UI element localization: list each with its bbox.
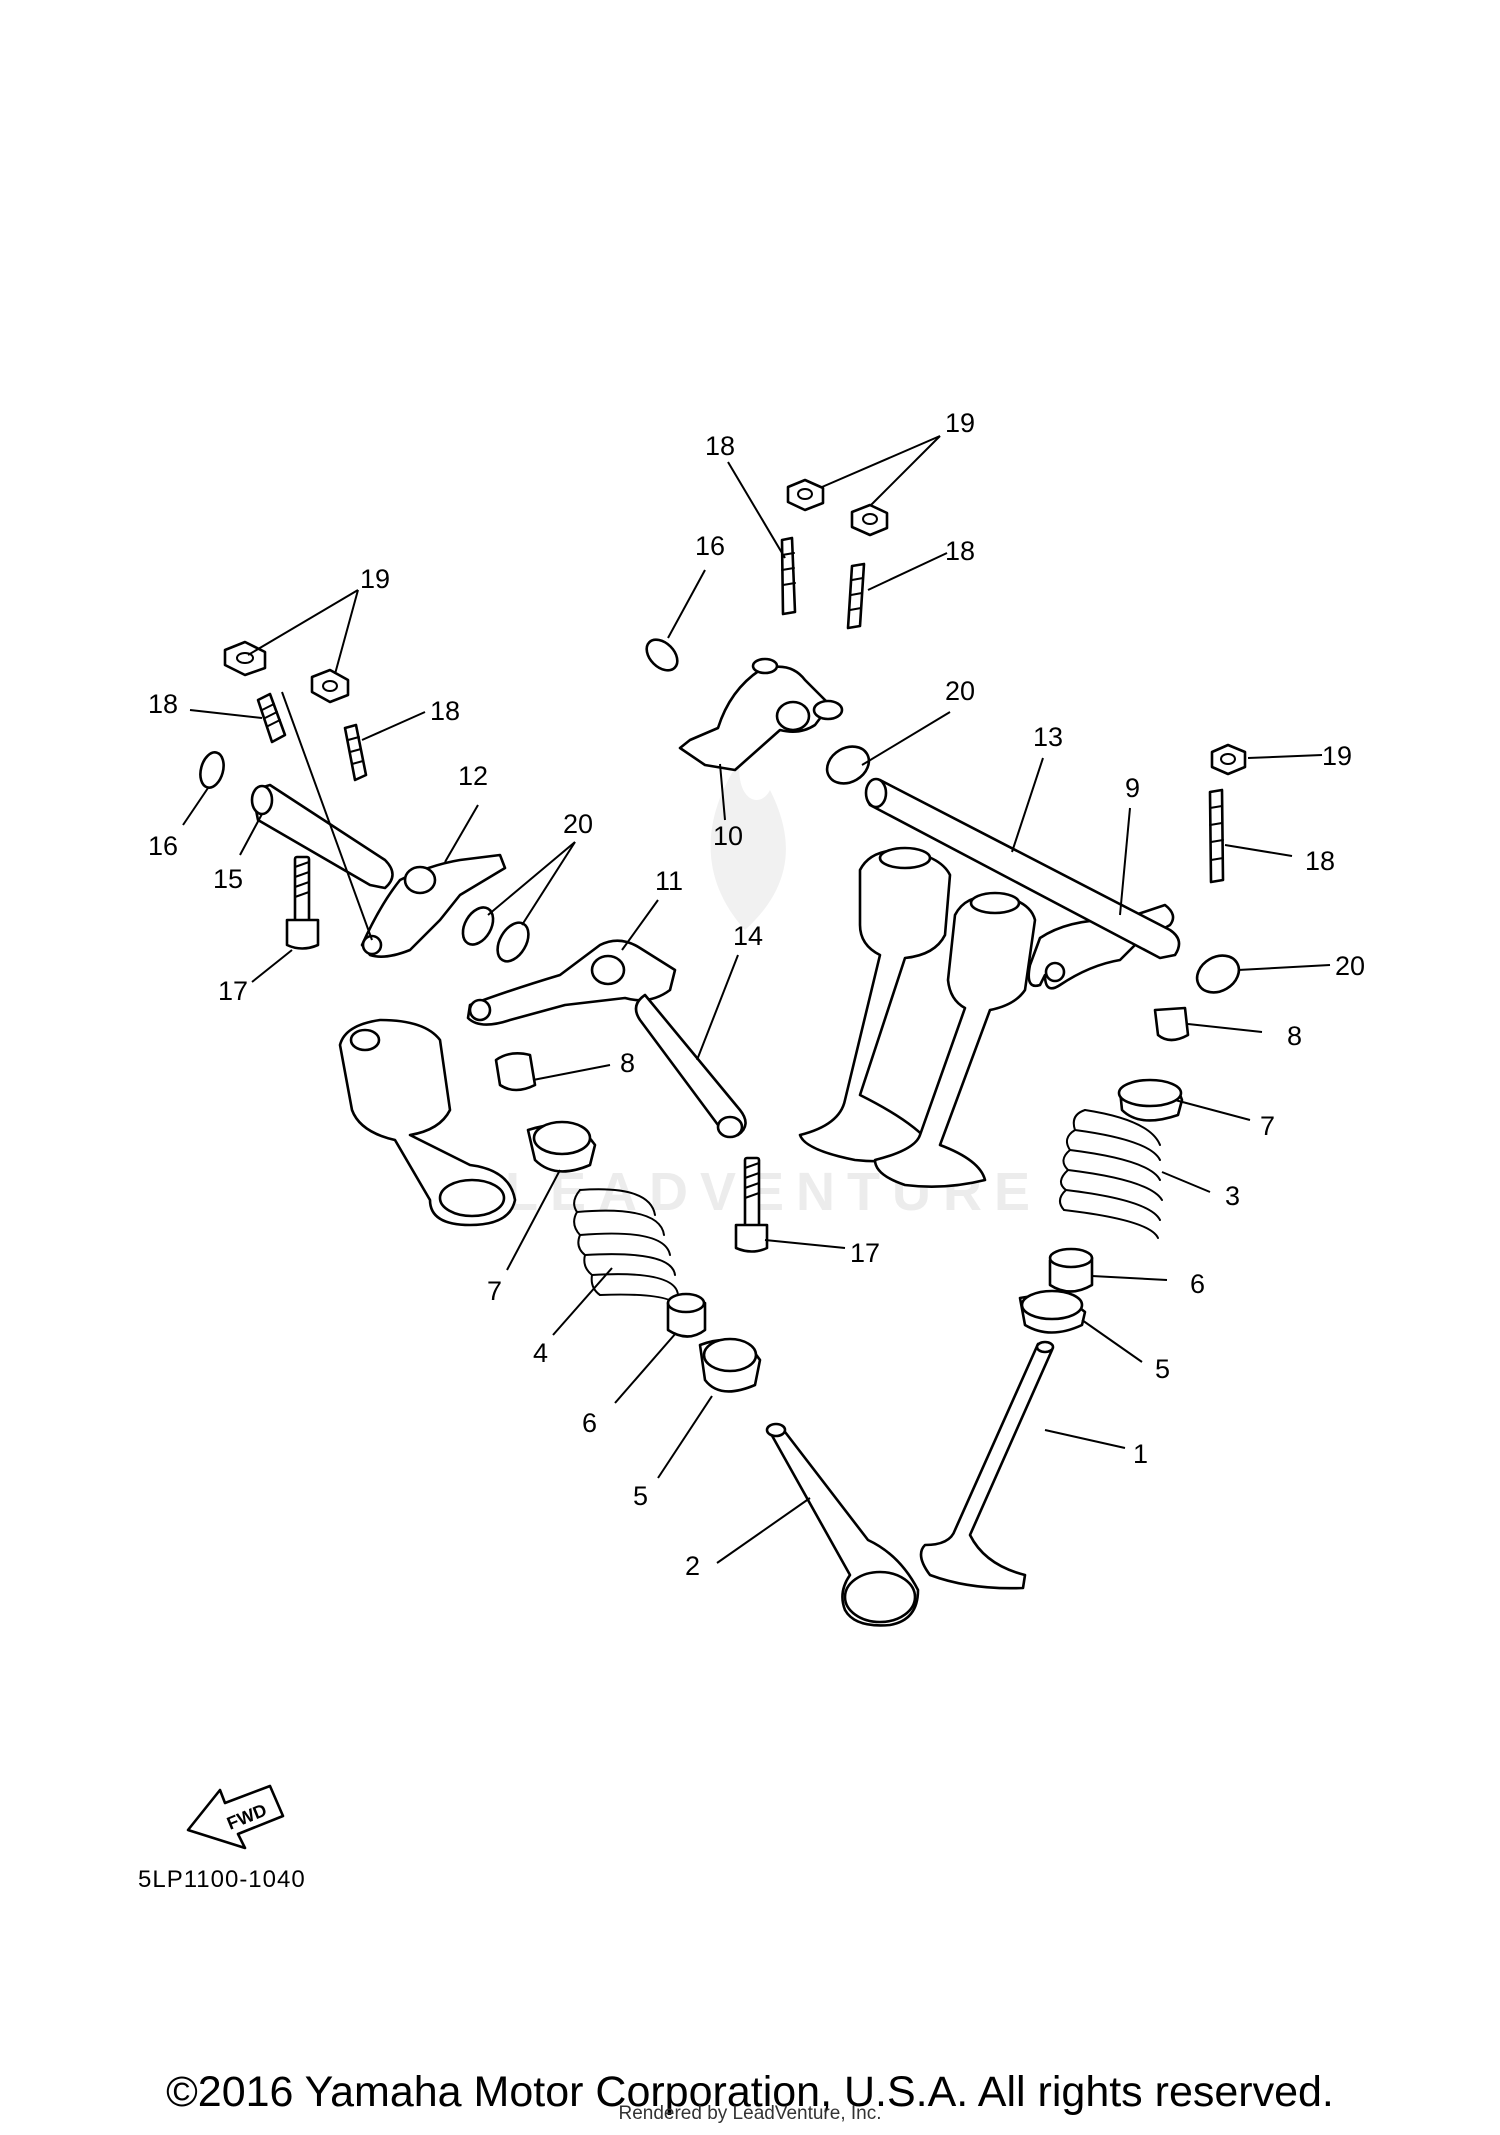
callout-18d: 18 xyxy=(945,536,975,566)
part-17-bolt xyxy=(285,855,769,1253)
part-4-spring xyxy=(573,1188,681,1311)
callout-20c: 20 xyxy=(1335,951,1365,981)
part-10-rocker-arm xyxy=(678,657,844,772)
part-6-stem-seal xyxy=(666,1247,1094,1338)
callout-2: 2 xyxy=(685,1551,700,1581)
callout-12: 12 xyxy=(458,761,488,791)
part-5-spring-seat xyxy=(698,1289,1087,1393)
callout-19c: 19 xyxy=(1322,741,1352,771)
callout-13: 13 xyxy=(1033,722,1063,752)
callout-5b: 5 xyxy=(633,1481,648,1511)
flame-watermark-icon xyxy=(710,760,786,930)
callout-16a: 16 xyxy=(148,831,178,861)
part-1-valve xyxy=(919,1340,1055,1590)
part-2-valve xyxy=(765,1422,920,1627)
callout-labels: 1 2 3 4 5 5 6 6 7 7 8 8 9 10 11 12 13 14… xyxy=(148,408,1365,1581)
callout-18c: 18 xyxy=(705,431,735,461)
valve-assembly-left xyxy=(338,1018,517,1227)
part-14-rocker-shaft xyxy=(634,993,747,1139)
callout-11: 11 xyxy=(655,866,683,896)
callout-9: 9 xyxy=(1125,773,1140,803)
part-15-rocker-shaft xyxy=(250,783,394,890)
callout-8a: 8 xyxy=(1287,1021,1302,1051)
part-13-rocker-shaft xyxy=(864,777,1181,960)
callout-19b: 19 xyxy=(945,408,975,438)
callout-6b: 6 xyxy=(582,1408,597,1438)
callout-7a: 7 xyxy=(1260,1111,1275,1141)
copyright-notice: ©2016 Yamaha Motor Corporation, U.S.A. A… xyxy=(166,2068,1334,2116)
diagram-reference-code: 5LP1100-1040 xyxy=(138,1866,306,1893)
callout-14: 14 xyxy=(733,921,763,951)
callout-15: 15 xyxy=(213,864,243,894)
callout-20b: 20 xyxy=(945,676,975,706)
callout-7b: 7 xyxy=(487,1276,502,1306)
callout-1: 1 xyxy=(1133,1439,1148,1469)
part-20-gasket xyxy=(461,745,1241,994)
callout-5a: 5 xyxy=(1155,1354,1170,1384)
callout-6a: 6 xyxy=(1190,1269,1205,1299)
callout-20a: 20 xyxy=(563,809,593,839)
callout-4: 4 xyxy=(533,1338,548,1368)
callout-16b: 16 xyxy=(695,531,725,561)
part-3-spring xyxy=(1059,1109,1163,1239)
callout-10: 10 xyxy=(713,821,743,851)
callout-18b: 18 xyxy=(430,696,460,726)
part-11-rocker-arm xyxy=(466,939,677,1026)
part-8-cotter xyxy=(494,1006,1190,1092)
callout-18e: 18 xyxy=(1305,846,1335,876)
callout-19a: 19 xyxy=(360,564,390,594)
valve-assembly-right xyxy=(873,891,1037,1188)
part-12-rocker-arm xyxy=(360,853,507,958)
callout-8b: 8 xyxy=(620,1048,635,1078)
callout-17b: 17 xyxy=(850,1238,880,1268)
fwd-arrow-icon xyxy=(186,1784,285,1850)
callout-18a: 18 xyxy=(148,689,178,719)
part-7-retainer xyxy=(526,1078,1184,1173)
callout-3: 3 xyxy=(1225,1181,1240,1211)
callout-17a: 17 xyxy=(218,976,248,1006)
render-credit: Rendered by LeadVenture, Inc. xyxy=(618,2103,882,2124)
part-16-o-ring xyxy=(199,638,679,789)
fwd-direction-arrow: FWD xyxy=(186,1784,285,1850)
part-18-adjusting-screw xyxy=(256,536,1225,884)
leader-lines xyxy=(182,435,1331,1564)
part-19-locknut xyxy=(223,478,1247,776)
